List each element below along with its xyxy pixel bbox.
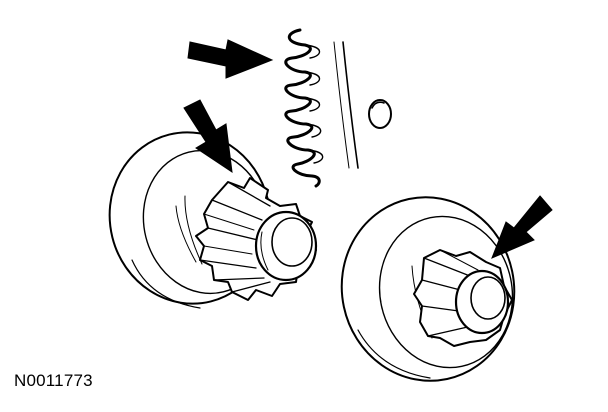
drive-gear-icon <box>195 177 318 301</box>
drive-gear-large <box>108 131 318 309</box>
coil-spring-icon <box>284 28 324 188</box>
pointer-arrow-icon <box>491 195 553 259</box>
pointer-arrow-icon <box>187 39 274 79</box>
drive-gear-small <box>340 196 516 382</box>
pointer-arrow-icon <box>183 99 233 174</box>
figure-reference-code: N0011773 <box>14 371 93 390</box>
housing-edge <box>333 41 392 169</box>
drive-gear-icon <box>413 249 513 347</box>
